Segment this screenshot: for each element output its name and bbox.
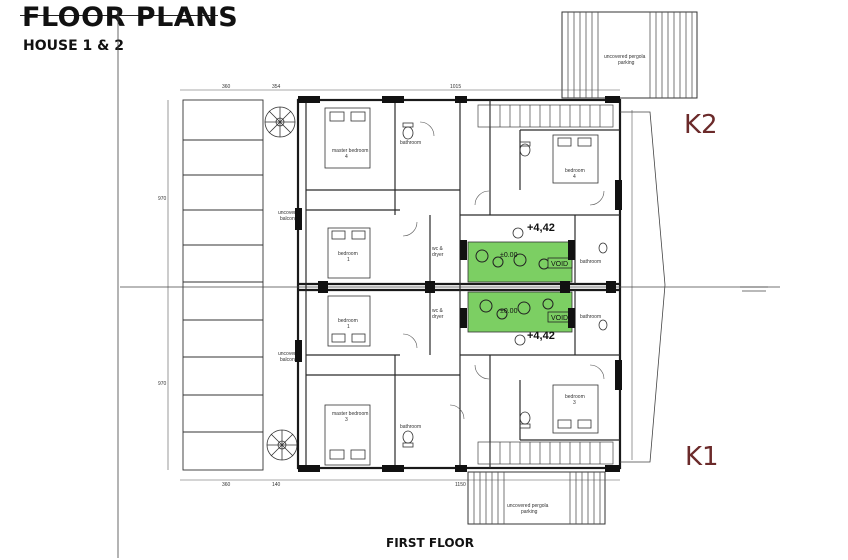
svg-text:970: 970 [158, 381, 167, 387]
unit-label-k2: K2 [684, 110, 718, 140]
svg-text:dryer: dryer [432, 252, 444, 258]
svg-text:bathroom: bathroom [400, 424, 421, 430]
svg-text:bedroom: bedroom [338, 251, 358, 257]
svg-text:bathroom: bathroom [400, 140, 421, 146]
dimension-lines [167, 89, 633, 481]
svg-text:1: 1 [347, 257, 350, 263]
svg-text:140: 140 [272, 482, 281, 488]
svg-text:bedroom: bedroom [565, 394, 585, 400]
staircase-bottom [477, 441, 614, 465]
page-title: FLOOR PLANS [22, 2, 239, 33]
spiral-stair-top [264, 106, 296, 138]
beds [324, 107, 599, 466]
unit-label-k1: K1 [685, 442, 719, 472]
title-underline [20, 15, 218, 16]
svg-text:4: 4 [345, 154, 348, 160]
svg-text:balcony: balcony [280, 357, 298, 363]
svg-text:360: 360 [222, 84, 231, 90]
door-swings [402, 121, 605, 420]
staircase-top [477, 104, 614, 128]
svg-text:bedroom: bedroom [338, 318, 358, 324]
svg-text:1: 1 [347, 324, 350, 330]
svg-text:bathroom: bathroom [580, 314, 601, 320]
dimension-texts: 360 354 1015 360 140 1150 970 970 [158, 84, 466, 488]
svg-text:wc &: wc & [432, 308, 444, 314]
svg-text:4: 4 [573, 174, 576, 180]
svg-text:bedroom: bedroom [565, 168, 585, 174]
sanitary-fixtures [402, 122, 608, 448]
spiral-stair-bottom [266, 429, 298, 461]
parking-canopy-top [561, 11, 698, 99]
axis-marker [740, 286, 768, 292]
column-marks [295, 96, 622, 472]
svg-text:parking: parking [521, 509, 538, 515]
svg-text:3: 3 [345, 417, 348, 423]
svg-text:354: 354 [272, 84, 281, 90]
svg-text:uncovered pergola: uncovered pergola [604, 54, 646, 60]
page-subtitle: HOUSE 1 & 2 [23, 38, 124, 54]
svg-text:parking: parking [618, 60, 635, 66]
void-label-bottom: VOID [551, 315, 568, 322]
svg-text:master bedroom: master bedroom [332, 148, 368, 154]
svg-text:wc &: wc & [432, 246, 444, 252]
void-label-top: VOID [551, 261, 568, 268]
svg-text:bathroom: bathroom [580, 259, 601, 265]
level-mark-top: +4,42 [527, 222, 555, 234]
void-plants [475, 249, 554, 320]
void-level-bottom: ±0.00 [500, 308, 518, 315]
void-level-top: ±0.00 [500, 252, 518, 259]
void-tag-top [547, 257, 573, 269]
svg-text:970: 970 [158, 196, 167, 202]
svg-text:uncovered pergola: uncovered pergola [507, 503, 549, 509]
balcony-slats [182, 99, 264, 471]
svg-text:dryer: dryer [432, 314, 444, 320]
svg-text:3: 3 [573, 400, 576, 406]
svg-text:360: 360 [222, 482, 231, 488]
svg-text:balcony: balcony [280, 216, 298, 222]
svg-text:1015: 1015 [450, 84, 461, 90]
roof-eaves [620, 111, 666, 463]
parking-canopy-bottom [467, 471, 606, 525]
svg-text:uncovered: uncovered [278, 351, 302, 357]
svg-text:uncovered: uncovered [278, 210, 302, 216]
svg-text:master bedroom: master bedroom [332, 411, 368, 417]
level-mark-bottom: +4,42 [527, 330, 555, 342]
svg-text:1150: 1150 [455, 482, 466, 488]
floor-caption: FIRST FLOOR [386, 536, 474, 550]
